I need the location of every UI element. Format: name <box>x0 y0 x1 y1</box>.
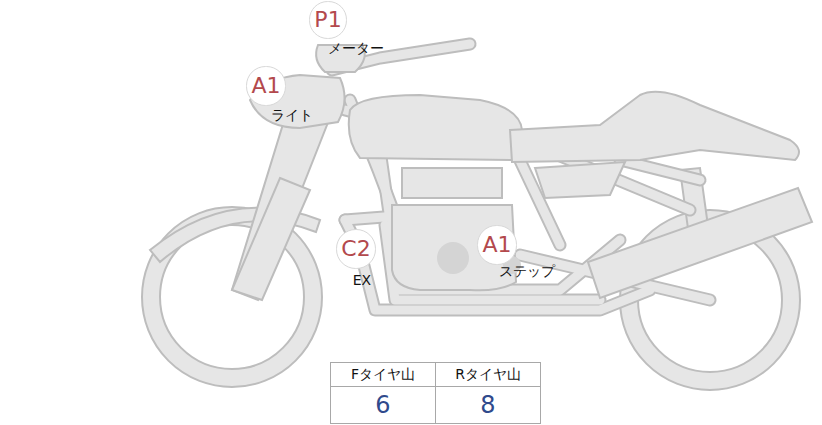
table-header: Rタイヤ山 <box>455 366 521 384</box>
table-cell: 8 <box>435 386 541 424</box>
muffler <box>588 188 812 298</box>
table-cell: Fタイヤ山 <box>330 362 436 387</box>
part-name: EX <box>353 273 371 287</box>
fork-leg <box>232 178 310 300</box>
table-value: 6 <box>375 391 390 419</box>
fuel-tank <box>349 95 522 160</box>
callout-code: A1 <box>477 234 516 256</box>
part-name: ステップ <box>499 264 555 278</box>
callout-code: P1 <box>309 9 346 31</box>
callout-circle: A1ライト <box>246 66 285 105</box>
side-cover <box>535 162 625 198</box>
callout-code: C2 <box>336 238 375 260</box>
callout-circle: P1メーター <box>309 1 346 38</box>
table-cell: 6 <box>330 386 436 424</box>
engine-head <box>402 168 502 198</box>
callout-code: A1 <box>246 75 285 97</box>
callout-circle: C2EX <box>336 229 375 268</box>
table-header: Fタイヤ山 <box>351 366 415 384</box>
engine-cover <box>437 242 469 274</box>
table-value: 8 <box>480 391 495 419</box>
table-cell: Rタイヤ山 <box>435 362 541 387</box>
engine-block <box>392 205 516 290</box>
part-name: ライト <box>271 108 313 122</box>
part-name: メーター <box>328 41 384 55</box>
front-wheel <box>142 207 322 387</box>
callout-circle: A1ステップ <box>477 225 516 264</box>
seat-tail <box>510 92 799 162</box>
